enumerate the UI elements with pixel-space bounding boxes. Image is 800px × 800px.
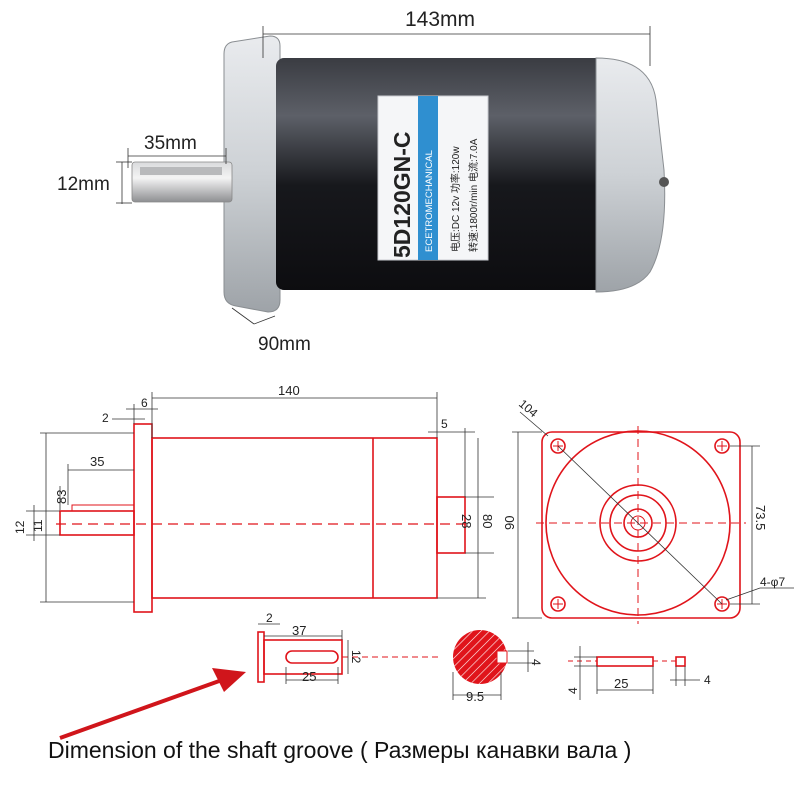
side-body (151, 437, 438, 599)
detail-dim-2: 2 (266, 611, 273, 625)
detail-flange (257, 631, 265, 683)
key-dim-4-width: 4 (704, 673, 711, 687)
end-cap-screw (659, 177, 669, 187)
dim-body-80: 80 (480, 514, 495, 528)
dim-boss-28: 28 (459, 514, 474, 528)
dim-shaft-11: 11 (31, 519, 45, 532)
dim-flange-90: 90 (502, 516, 517, 530)
shaft-key-side (596, 656, 654, 667)
motor-brand-text: ECETROMECHANICAL (424, 150, 435, 252)
motor-photo: 5D120GN-C ECETROMECHANICAL 电压:DC 12v 功率:… (57, 8, 669, 355)
motor-end-cap (595, 57, 666, 293)
dim-shaft-12: 12 (13, 520, 27, 534)
caption-text: Dimension of the shaft groove ( Размеры … (48, 737, 631, 763)
dim-diagonal-104: 104 (516, 397, 541, 421)
dim-total-length: 140 (278, 383, 300, 398)
detail-dim-25: 25 (302, 669, 316, 684)
dim-shaft-35: 35 (90, 454, 104, 469)
photo-flange-label: 90mm (258, 334, 311, 355)
detail-dim-9-5: 9.5 (466, 689, 484, 704)
detail-key-slot (285, 650, 339, 664)
dim-mount-holes: 4-φ7 (760, 575, 785, 589)
photo-shaft-diameter-label: 12mm (57, 174, 110, 195)
mount-hole-tl (550, 438, 566, 454)
side-flange (133, 423, 153, 613)
dim-flange-6: 6 (141, 396, 148, 410)
pointer-arrow (59, 668, 246, 740)
motor-spec-line2: 转速:1800r/min 电流:7.0A (467, 138, 480, 252)
front-flange-square (541, 431, 741, 619)
detail-dim-37: 37 (292, 623, 306, 638)
dim-boss-5: 5 (441, 417, 448, 431)
side-shaft-key (71, 504, 135, 512)
shaft-key-end (675, 656, 686, 667)
photo-length-label: 143mm (405, 8, 475, 31)
dim-hole-spacing-73-5: 73.5 (753, 505, 768, 530)
detail-dim-12: 12 (349, 650, 363, 664)
side-view-drawing: 140 6 2 5 35 83 12 11 28 80 (13, 383, 495, 613)
side-shaft (59, 510, 135, 536)
motor-label-sticker: 5D120GN-C ECETROMECHANICAL 电压:DC 12v 功率:… (377, 95, 489, 261)
shaft-flat (140, 167, 222, 175)
side-rear-boss (436, 496, 466, 554)
mount-hole-br (714, 596, 730, 612)
motor-spec-line1: 电压:DC 12v 功率:120w (449, 146, 462, 252)
mount-hole-tr (714, 438, 730, 454)
photo-shaft-length-label: 35mm (144, 133, 197, 154)
dim-height-83: 83 (54, 490, 69, 504)
shaft-detail-drawing: 2 37 12 25 4 9.5 4 25 (257, 611, 711, 704)
motor-flange (223, 35, 281, 313)
front-view-drawing: 104 90 73.5 4-φ7 (502, 397, 794, 624)
mount-hole-bl (550, 596, 566, 612)
detail-dim-4: 4 (529, 659, 543, 666)
motor-model-text: 5D120GN-C (389, 131, 415, 258)
dim-flange-2: 2 (102, 411, 109, 425)
key-dim-25: 25 (614, 676, 628, 691)
key-dim-4-height: 4 (566, 687, 580, 694)
